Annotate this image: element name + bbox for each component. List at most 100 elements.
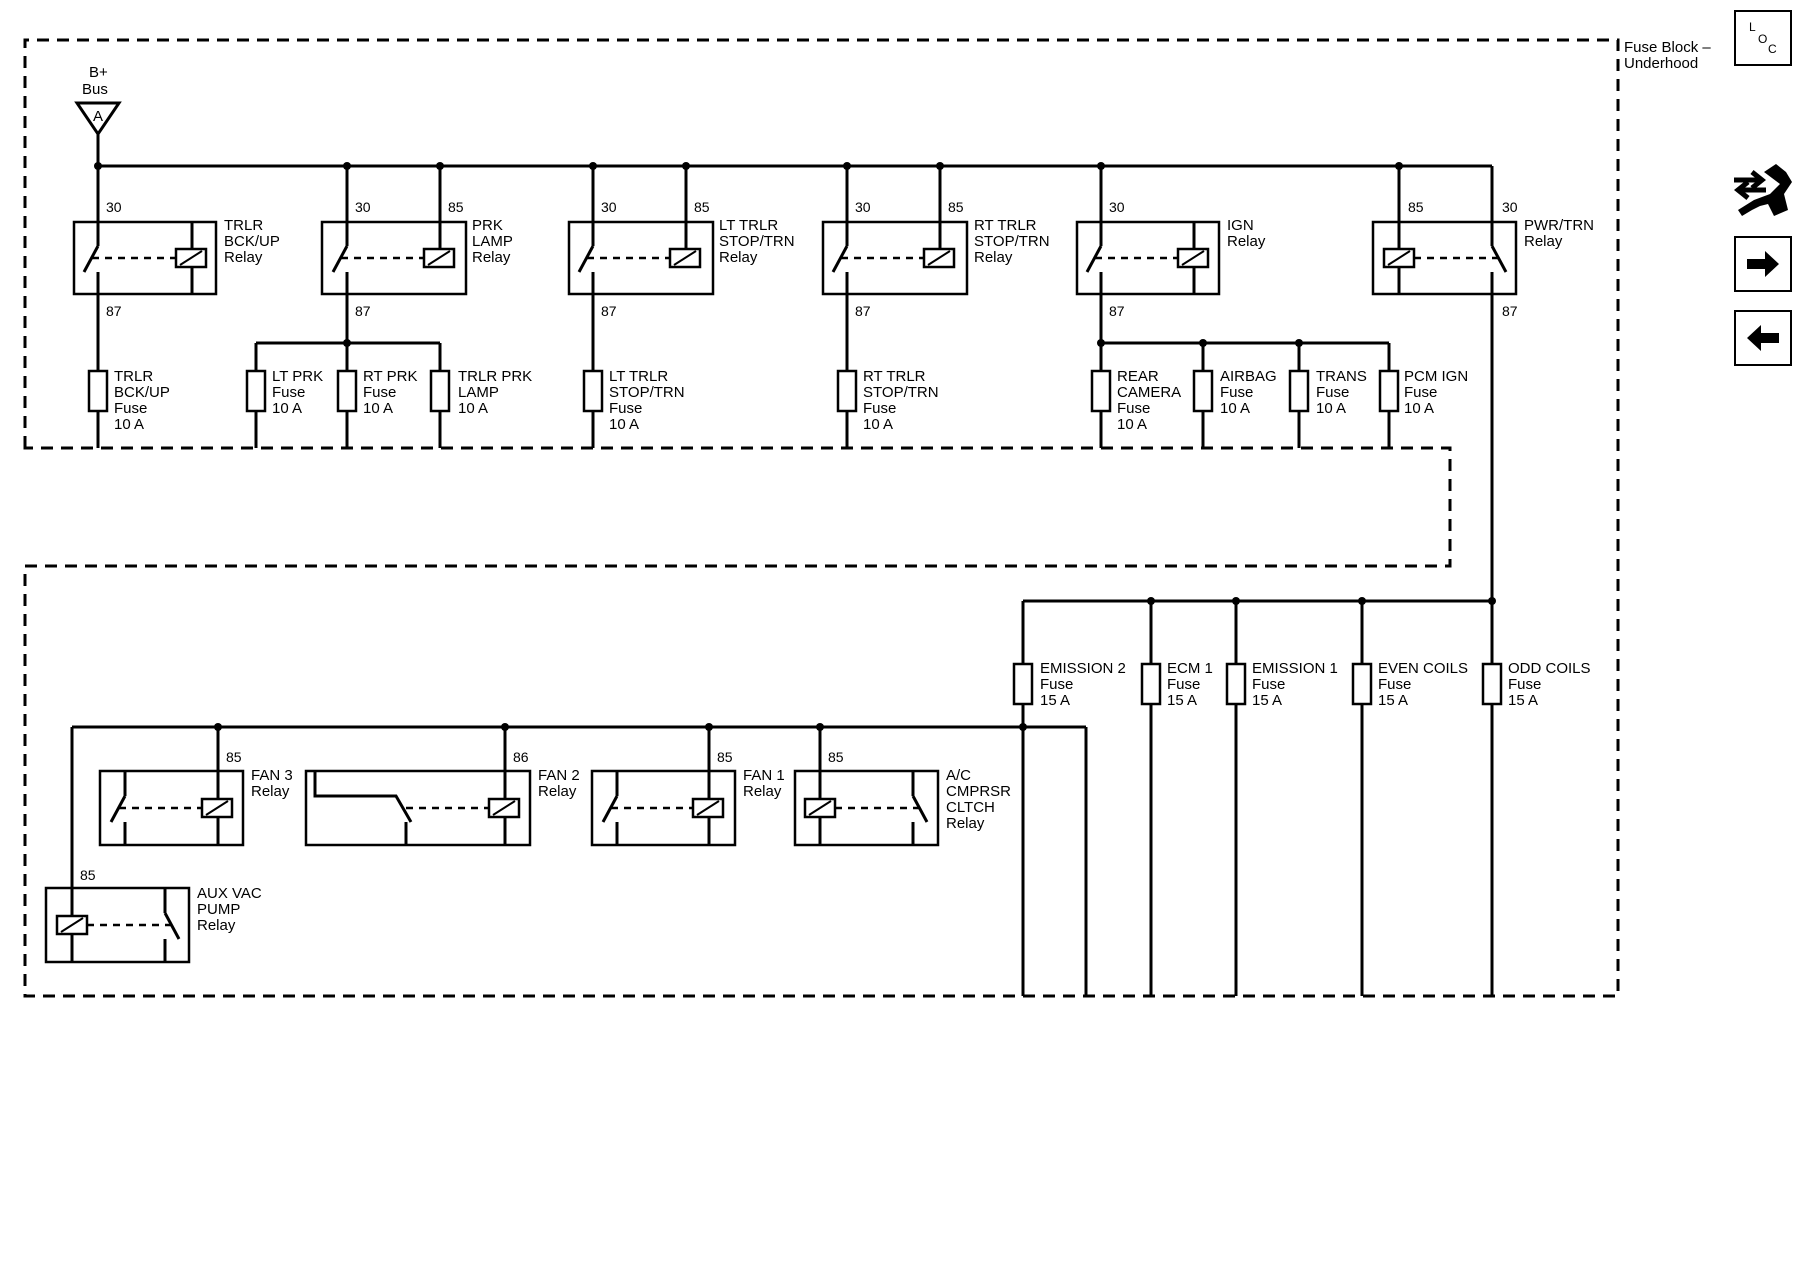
svg-text:Fuse: Fuse [1220,384,1253,401]
fuse-pcm-ign: PCM IGN Fuse 10 A [1378,343,1468,448]
svg-text:TRLR: TRLR [224,217,263,234]
svg-text:PWR/TRN: PWR/TRN [1524,217,1594,234]
svg-text:LT TRLR: LT TRLR [609,368,668,385]
connector-end-view-icon [1733,164,1792,216]
relay-prk-lamp: 30 85 87 PRK LAMP Relay [320,162,513,319]
ign-output-bus [1097,294,1389,347]
svg-text:Fuse: Fuse [609,400,642,417]
fuse-ecm-1: ECM 1 Fuse 15 A [1140,601,1213,996]
svg-text:TRLR PRK: TRLR PRK [458,368,532,385]
svg-text:10 A: 10 A [363,400,393,417]
fuse-rt-trlr-stop-trn: RT TRLR STOP/TRN Fuse 10 A [836,294,939,448]
svg-text:10 A: 10 A [272,400,302,417]
svg-text:A/C: A/C [946,767,971,784]
svg-text:15 A: 15 A [1167,692,1197,709]
svg-text:TRANS: TRANS [1316,368,1367,385]
svg-text:Fuse: Fuse [272,384,305,401]
svg-text:15 A: 15 A [1040,692,1070,709]
svg-text:B+: B+ [89,64,108,81]
svg-text:85: 85 [828,749,844,765]
svg-text:FAN 1: FAN 1 [743,767,785,784]
connector-a-label: A [93,108,103,125]
fuse-rt-prk: RT PRK Fuse 10 A [336,343,417,448]
svg-text:10 A: 10 A [114,416,144,433]
svg-text:15 A: 15 A [1508,692,1538,709]
svg-text:15 A: 15 A [1378,692,1408,709]
svg-text:EMISSION 2: EMISSION 2 [1040,660,1126,677]
svg-text:Relay: Relay [974,249,1013,266]
loc-icon: L O C [1749,20,1777,56]
fuse-lt-trlr-stop-trn: LT TRLR STOP/TRN Fuse 10 A [582,294,685,448]
svg-text:LAMP: LAMP [472,233,513,250]
svg-text:LAMP: LAMP [458,384,499,401]
svg-text:Relay: Relay [1227,233,1266,250]
svg-text:PCM IGN: PCM IGN [1404,368,1468,385]
svg-text:REAR: REAR [1117,368,1159,385]
next-page-button[interactable] [1734,236,1792,292]
fuse-trans: TRANS Fuse 10 A [1288,343,1367,448]
fuse-trlr-prk-lamp: TRLR PRK LAMP 10 A [429,343,532,448]
svg-text:C: C [1768,42,1777,56]
connector-end-view-button[interactable] [1730,160,1796,222]
svg-text:Fuse: Fuse [1316,384,1349,401]
svg-text:10 A: 10 A [863,416,893,433]
svg-text:TRLR: TRLR [114,368,153,385]
fuse-airbag: AIRBAG Fuse 10 A [1192,343,1277,448]
svg-text:85: 85 [226,749,242,765]
fuse-odd-coils: ODD COILS Fuse 15 A [1481,601,1591,996]
relay-lt-trlr-stop-trn: 30 85 87 LT TRLR STOP/TRN Relay [567,162,795,319]
svg-text:85: 85 [717,749,733,765]
fuse-emission-2: EMISSION 2 Fuse 15 A [1012,601,1126,996]
svg-text:FAN 2: FAN 2 [538,767,580,784]
svg-text:87: 87 [855,303,871,319]
svg-text:PUMP: PUMP [197,901,240,918]
svg-text:Relay: Relay [946,815,985,832]
fuse-trlr-bckup: TRLR BCK/UP Fuse 10 A [87,294,170,448]
svg-text:10 A: 10 A [1404,400,1434,417]
previous-page-button[interactable] [1734,310,1792,366]
svg-text:Relay: Relay [197,917,236,934]
prk-lamp-output-bus [256,294,440,347]
svg-text:85: 85 [448,199,464,215]
svg-text:30: 30 [601,199,617,215]
loc-button[interactable]: L O C [1734,10,1792,66]
relay-trlr-bckup: 30 87 TRLR BCK/UP Relay [72,166,280,319]
svg-text:Relay: Relay [538,783,577,800]
svg-text:ODD COILS: ODD COILS [1508,660,1591,677]
fuse-lt-prk: LT PRK Fuse 10 A [245,343,323,448]
pwr-trn-output-bus [1023,294,1496,605]
svg-text:EMISSION 1: EMISSION 1 [1252,660,1338,677]
svg-text:87: 87 [1109,303,1125,319]
svg-text:CAMERA: CAMERA [1117,384,1181,401]
svg-text:30: 30 [1502,199,1518,215]
svg-text:85: 85 [948,199,964,215]
svg-text:Relay: Relay [251,783,290,800]
next-page-arrow-icon [1747,251,1779,277]
svg-text:Fuse: Fuse [1508,676,1541,693]
relay-aux-vac-pump: 85 AUX VAC PUMP Relay [44,867,262,964]
svg-text:ECM 1: ECM 1 [1167,660,1213,677]
svg-text:LT TRLR: LT TRLR [719,217,778,234]
svg-text:STOP/TRN: STOP/TRN [609,384,685,401]
svg-text:30: 30 [855,199,871,215]
svg-text:BCK/UP: BCK/UP [114,384,170,401]
svg-text:30: 30 [106,199,122,215]
svg-text:Fuse: Fuse [363,384,396,401]
svg-text:Fuse: Fuse [863,400,896,417]
svg-text:RT TRLR: RT TRLR [974,217,1037,234]
svg-text:Fuse: Fuse [1252,676,1285,693]
relay-ign: 30 87 IGN Relay [1075,162,1266,319]
relay-fan-1: 85 FAN 1 Relay [590,727,785,847]
svg-text:Fuse Block –: Fuse Block – [1624,39,1711,56]
fuse-rear-camera: REAR CAMERA Fuse 10 A [1090,343,1181,448]
b-plus-bus: B+ Bus A [74,64,1492,170]
svg-text:AIRBAG: AIRBAG [1220,368,1277,385]
fuse-block-label: Fuse Block – Underhood [1624,39,1711,72]
relay-rt-trlr-stop-trn: 30 85 87 RT TRLR STOP/TRN Relay [821,162,1050,319]
svg-text:STOP/TRN: STOP/TRN [719,233,795,250]
svg-text:LT PRK: LT PRK [272,368,323,385]
svg-text:87: 87 [1502,303,1518,319]
svg-text:AUX VAC: AUX VAC [197,885,262,902]
svg-text:BCK/UP: BCK/UP [224,233,280,250]
